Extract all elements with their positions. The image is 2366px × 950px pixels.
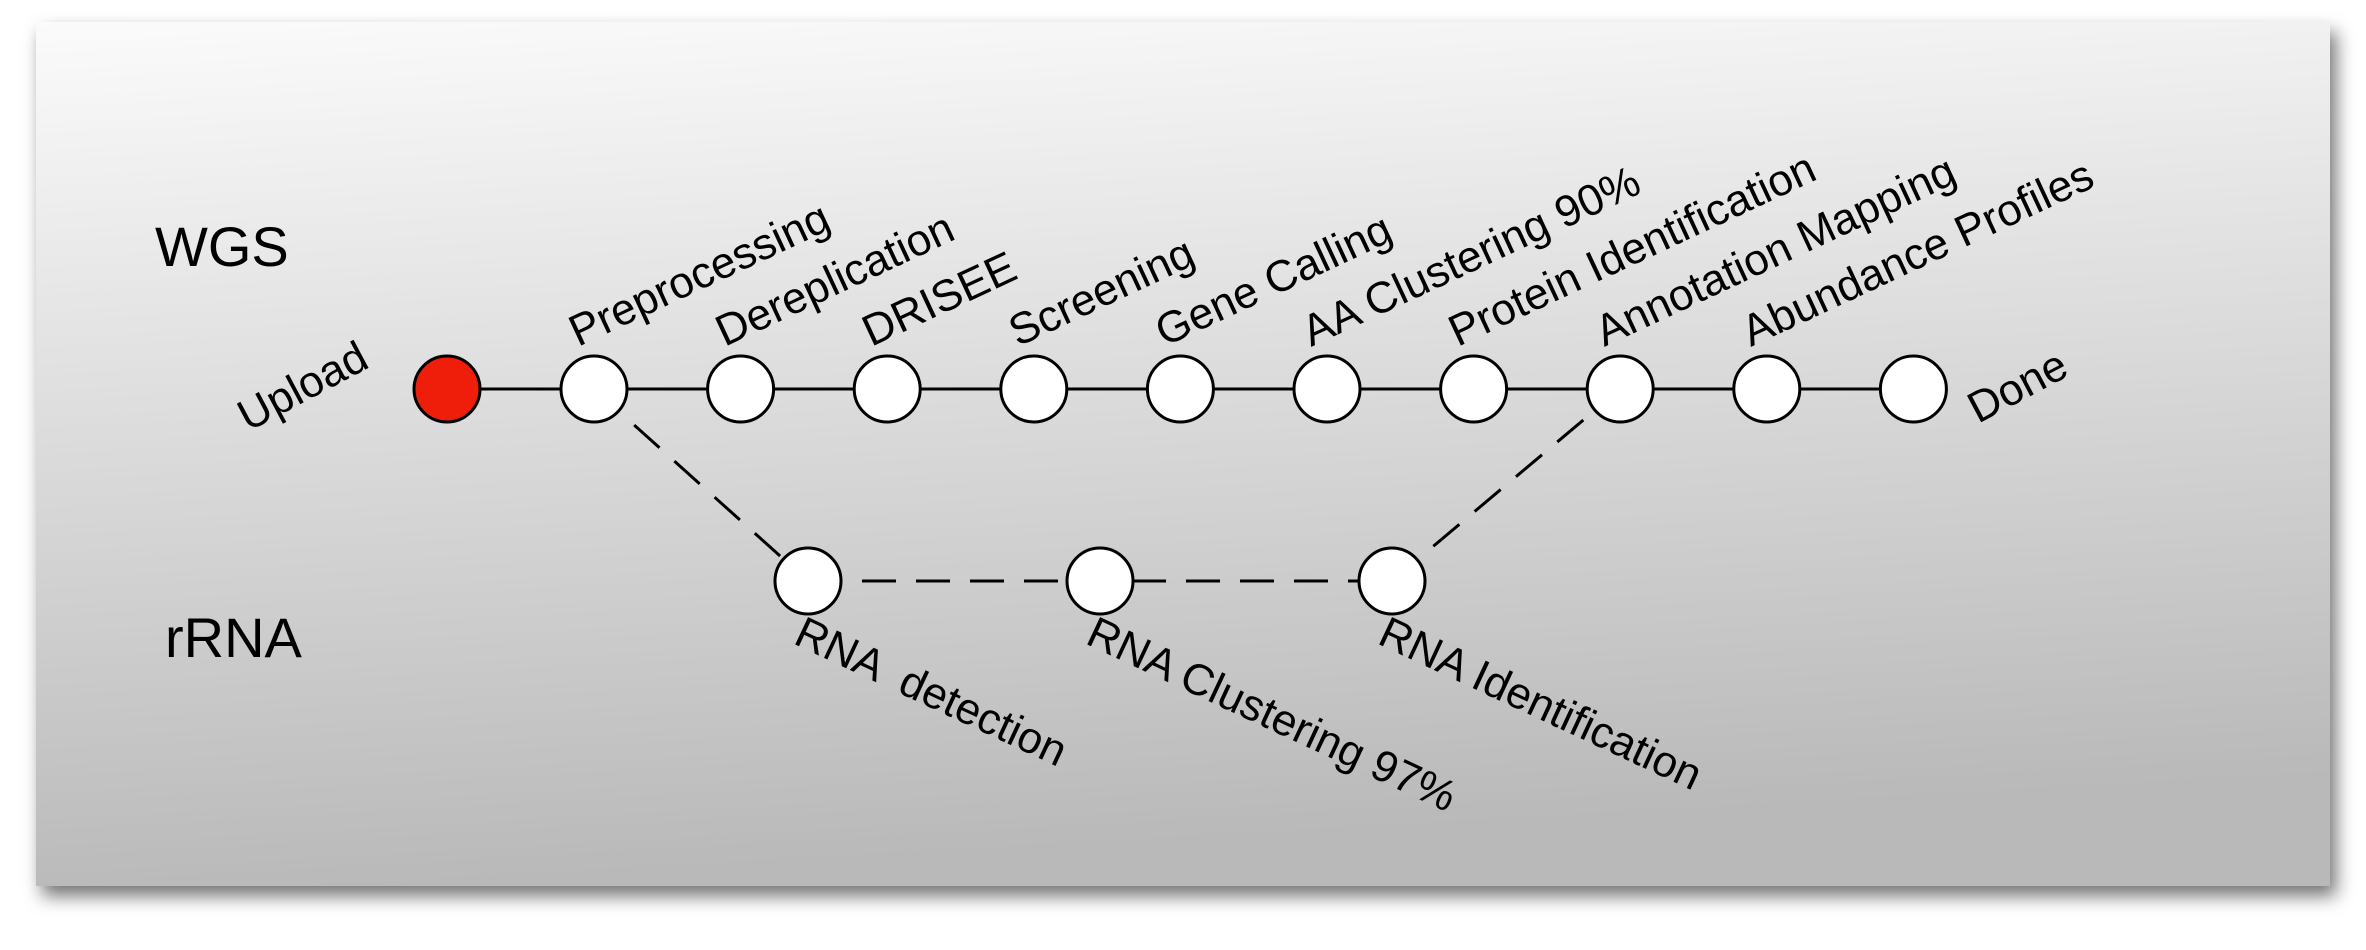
wgs-node-aa-clustering-90: [1292, 354, 1362, 424]
diagram-panel: [36, 22, 2330, 886]
wgs-node-gene-calling: [1145, 354, 1215, 424]
lane-label-wgs: WGS: [155, 215, 289, 278]
pipeline-nodes: [412, 354, 1948, 616]
wgs-node-screening: [999, 354, 1069, 424]
wgs-node-annotation-mapping: [1585, 354, 1655, 424]
branch-edge-out: [592, 387, 810, 583]
branch-edge-in: [1391, 387, 1622, 583]
wgs-node-drisee: [852, 354, 922, 424]
rrna-node-rna-detection: [773, 546, 843, 616]
lane-label-rrna: rRNA: [165, 606, 303, 669]
rrna-node-rna-clustering-97: [1065, 546, 1135, 616]
start-node: [412, 354, 482, 424]
wgs-node-protein-identification: [1439, 354, 1509, 424]
wgs-node-preprocessing: [559, 354, 629, 424]
wgs-node-dereplication: [706, 354, 776, 424]
wgs-node-abundance-profiles: [1732, 354, 1802, 424]
rrna-node-rna-identification: [1357, 546, 1427, 616]
done-node: [1878, 354, 1948, 424]
